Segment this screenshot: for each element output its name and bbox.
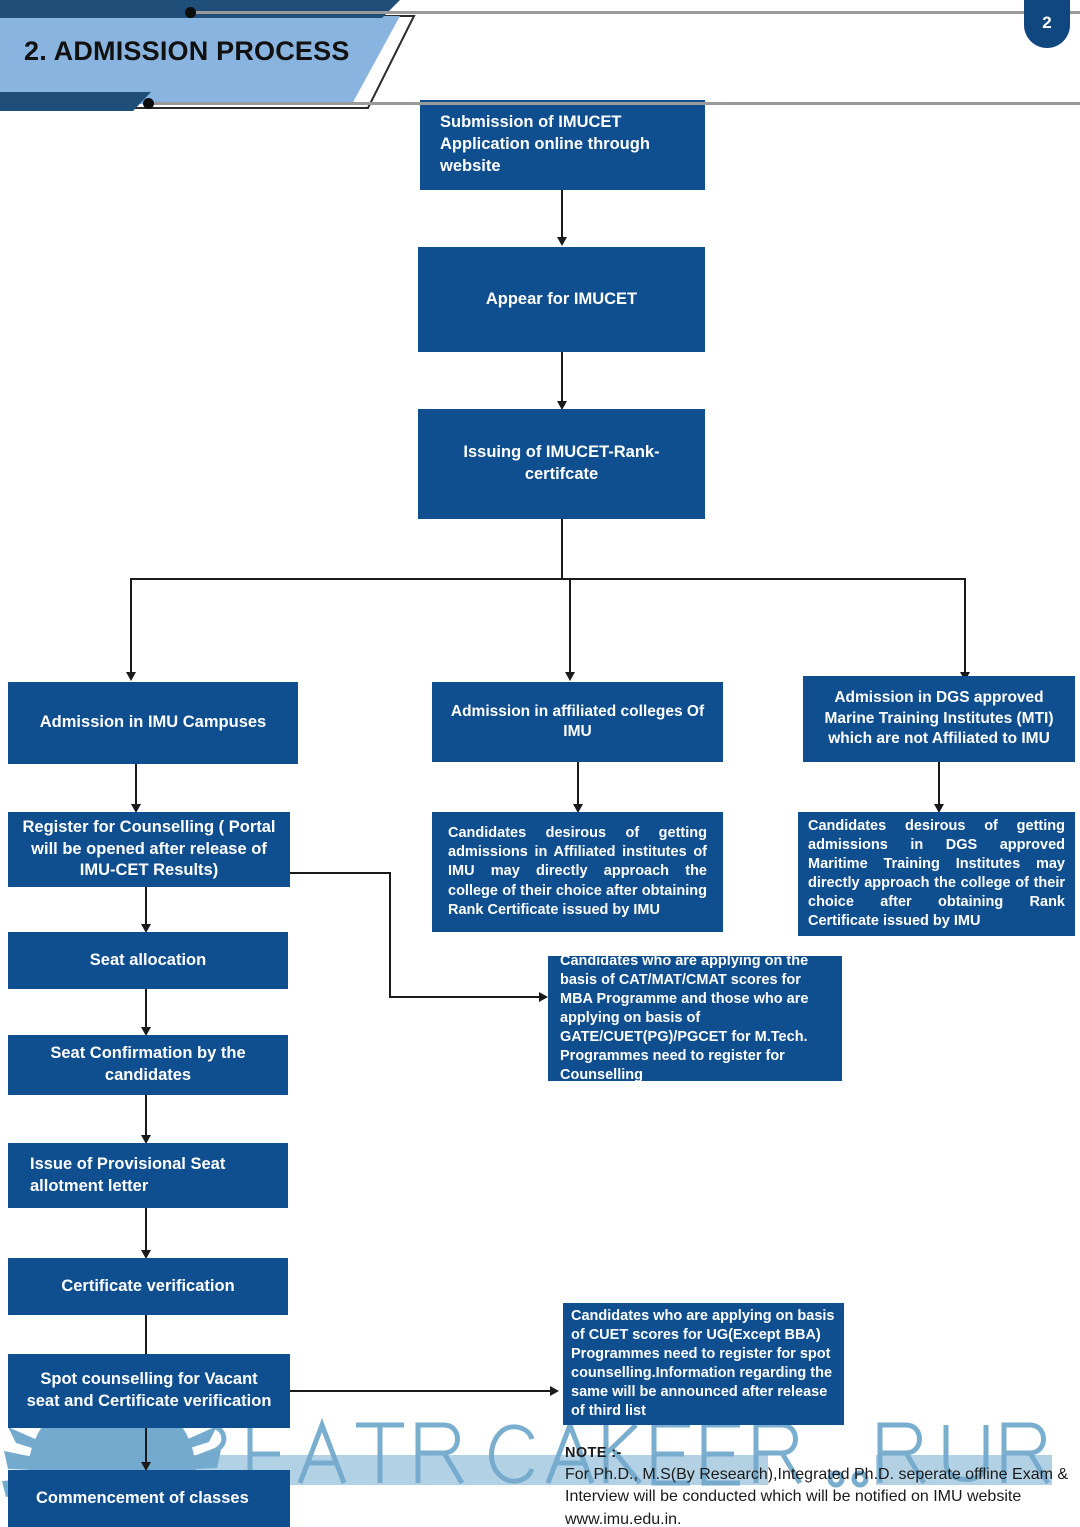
arrow-bus-left (126, 672, 136, 681)
page-number-badge: 2 (1024, 0, 1070, 48)
box-register-counselling-label: Register for Counselling ( Portal will b… (22, 817, 276, 880)
arrow-seatalloc-seatconf (141, 1027, 151, 1036)
box-seat-allocation-label: Seat allocation (89, 950, 207, 969)
header-dot-bottom (143, 98, 154, 109)
arrow-spot-to-cuet (550, 1386, 559, 1396)
header-bar-bottom (0, 92, 151, 111)
connector-seatalloc-seatconf (145, 989, 147, 1029)
box-spot-counselling-label: Spot counselling for Vacant seat and Cer… (26, 1370, 272, 1410)
connector-register-elbow-h2 (389, 996, 541, 998)
header-dot-top (185, 7, 196, 18)
box-commencement-label: Commencement of classes (36, 1488, 249, 1507)
arrow-affiliated-to-note (573, 804, 583, 813)
connector-spot-to-cuet (290, 1390, 552, 1392)
box-admission-dgs-label: Admission in DGS approved Marine Trainin… (824, 689, 1054, 748)
note-block: NOTE :- For Ph.D., M.S(By Research),Inte… (565, 1443, 1075, 1527)
connector-submission-appear (561, 190, 563, 239)
box-admission-imu-campuses: Admission in IMU Campuses (8, 682, 298, 764)
box-submission-label: Submission of IMUCET Application online … (440, 113, 650, 175)
note-body: For Ph.D., M.S(By Research),Integrated P… (565, 1465, 1069, 1527)
box-note-dgs-label: Candidates desirous of getting admission… (808, 817, 1065, 930)
arrow-provisional-certverify (141, 1250, 151, 1259)
box-provisional-letter-label: Issue of Provisional Seat allotment lett… (30, 1154, 226, 1195)
connector-register-seatalloc (145, 887, 147, 926)
connector-appear-issuing (561, 352, 563, 403)
box-certificate-verification-label: Certificate verification (61, 1276, 235, 1295)
box-register-counselling: Register for Counselling ( Portal will b… (8, 812, 290, 887)
connector-bus-mid-drop (569, 578, 571, 674)
box-appear: Appear for IMUCET (418, 247, 705, 352)
note-label: NOTE :- (565, 1445, 622, 1461)
box-certificate-verification: Certificate verification (8, 1258, 288, 1315)
connector-issuing-bus (561, 519, 563, 579)
header-leader-bottom (154, 102, 1080, 105)
box-seat-confirmation-label: Seat Confirmation by the candidates (50, 1044, 246, 1084)
arrow-imu-to-register (131, 804, 141, 813)
box-issuing-label: Issuing of IMUCET-Rank-certifcate (463, 443, 660, 483)
arrow-dgs-to-note (934, 804, 944, 813)
box-note-cuet: Candidates who are applying on basis of … (563, 1303, 844, 1425)
connector-certverify-spot (145, 1315, 147, 1357)
connector-imu-to-register (135, 764, 137, 806)
box-seat-allocation: Seat allocation (8, 932, 288, 989)
arrow-seatconf-provisional (141, 1135, 151, 1144)
header-leader-top (196, 11, 1080, 14)
arrow-submission-appear (557, 237, 567, 246)
connector-bus-right-drop (964, 578, 966, 674)
connector-spot-commencement (145, 1428, 147, 1464)
connector-affiliated-to-note (577, 762, 579, 806)
box-appear-label: Appear for IMUCET (485, 289, 638, 308)
box-admission-imu-campuses-label: Admission in IMU Campuses (39, 713, 267, 732)
box-admission-dgs: Admission in DGS approved Marine Trainin… (803, 676, 1075, 762)
connector-provisional-certverify (145, 1208, 147, 1252)
box-note-dgs: Candidates desirous of getting admission… (798, 812, 1075, 936)
box-commencement: Commencement of classes (8, 1470, 290, 1527)
arrow-appear-issuing (557, 401, 567, 410)
box-note-cat-mat: Candidates who are applying on the basis… (548, 953, 842, 1083)
box-spot-counselling: Spot counselling for Vacant seat and Cer… (8, 1354, 290, 1428)
box-admission-affiliated-label: Admission in affiliated colleges Of IMU (450, 702, 705, 740)
box-note-affiliated: Candidates desirous of getting admission… (432, 812, 723, 932)
connector-register-elbow-v (389, 872, 391, 996)
connector-bus-left-drop (130, 578, 132, 674)
box-issuing: Issuing of IMUCET-Rank-certifcate (418, 409, 705, 519)
box-admission-affiliated: Admission in affiliated colleges Of IMU (432, 682, 723, 762)
arrow-register-to-cat-mat (539, 992, 548, 1002)
box-note-cuet-label: Candidates who are applying on basis of … (571, 1307, 835, 1420)
arrow-register-seatalloc (141, 924, 151, 933)
page-title: 2. ADMISSION PROCESS (24, 36, 350, 66)
connector-dgs-to-note (938, 762, 940, 806)
box-seat-confirmation: Seat Confirmation by the candidates (8, 1035, 288, 1095)
box-provisional-letter: Issue of Provisional Seat allotment lett… (8, 1143, 288, 1208)
connector-bus-horizontal (130, 578, 966, 580)
connector-register-elbow-h1 (290, 872, 391, 874)
arrow-bus-mid (565, 672, 575, 681)
arrow-spot-commencement (141, 1462, 151, 1471)
box-note-cat-mat-label: Candidates who are applying on the basis… (560, 952, 809, 1084)
header-banner-fill (0, 16, 400, 104)
box-submission: Submission of IMUCET Application online … (420, 100, 705, 190)
connector-seatconf-provisional (145, 1095, 147, 1137)
box-note-affiliated-label: Candidates desirous of getting admission… (448, 825, 707, 918)
